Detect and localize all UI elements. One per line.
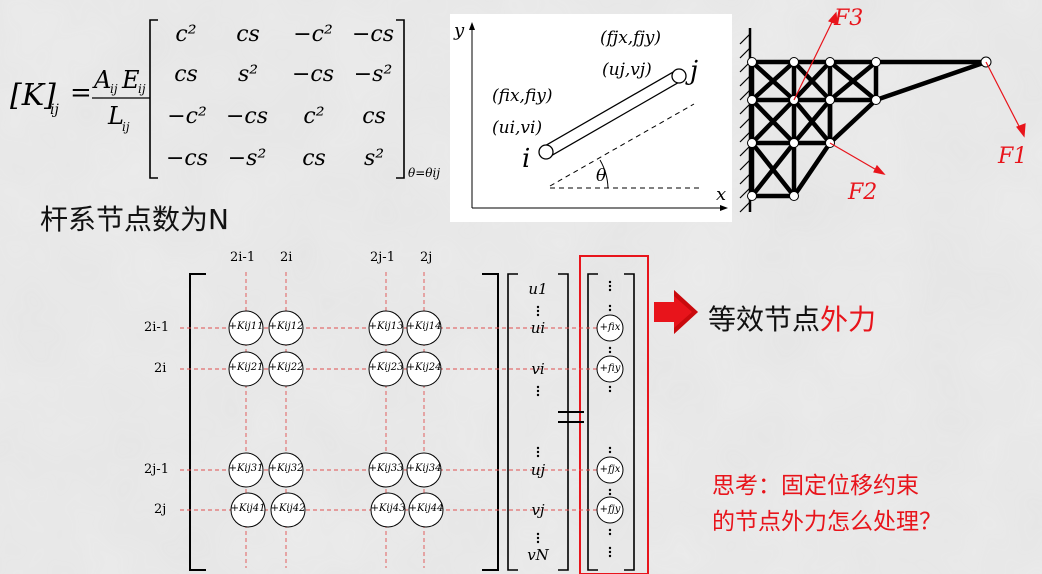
stiffness-term: +Kij13: [368, 321, 404, 332]
matrix-cell: cs: [236, 22, 260, 47]
displacement-entry: u1: [528, 280, 548, 298]
numerator-A: A: [94, 66, 112, 94]
node-j-label: j: [690, 56, 699, 86]
matrix-cell: −cs: [291, 62, 335, 87]
force-F2-label: F2: [848, 180, 878, 205]
matrix-cell: c²: [303, 104, 325, 129]
theta-label: θ: [596, 166, 607, 186]
force-F3-label: F3: [834, 6, 864, 31]
theta-condition: θ=θij: [408, 166, 441, 180]
matrix-cell: cs: [302, 146, 326, 171]
force-entry: +fjy: [599, 504, 621, 515]
node-j-force: (fjx,fjy): [600, 28, 661, 48]
displacement-entry: vN: [527, 546, 549, 564]
stiffness-term: +Kij32: [268, 463, 304, 474]
node-i-label: i: [522, 144, 531, 174]
force-F1-label: F1: [998, 144, 1028, 169]
y-axis-label: y: [454, 20, 465, 41]
stiffness-term: +Kij22: [268, 362, 304, 373]
bar-element-figure: y x j i θ (fjx,fjy) (uj,vj) (fix,fiy) (u…: [450, 14, 732, 222]
stiffness-term: +Kij41: [230, 503, 266, 514]
col-label: 2j-1: [370, 250, 395, 265]
stiffness-term: +Kij14: [406, 321, 442, 332]
stiffness-term: +Kij43: [370, 503, 406, 514]
matrix-cell: s²: [363, 146, 385, 171]
formula-equals: =: [70, 78, 92, 108]
matrix-cell: cs: [174, 62, 198, 87]
stiffness-term: +Kij24: [406, 362, 442, 373]
bar-element-drawing: [469, 22, 728, 211]
truss-drawing: [739, 11, 1026, 213]
callout-black-text: 等效节点: [708, 303, 821, 336]
stiffness-term: +Kij33: [368, 463, 404, 474]
stiffness-term: +Kij44: [408, 503, 444, 514]
lhs-subscript: ij: [50, 102, 59, 118]
displacement-entry: ui: [530, 319, 546, 337]
stiffness-term: +Kij31: [228, 463, 264, 474]
stiffness-term: +Kij21: [228, 362, 264, 373]
node-j-displacement: (uj,vj): [602, 60, 652, 80]
matrix-cell: −c²: [167, 104, 207, 129]
stiffness-term: +Kij34: [406, 463, 442, 474]
matrix-cell: −s²: [353, 62, 393, 87]
truss-figure: F3 F1 F2: [736, 0, 1042, 224]
stiffness-term: +Kij42: [270, 503, 306, 514]
numerator-E: E: [122, 66, 140, 94]
global-stiffness-equation: 2i-1 2i 2j-1 2j 2i-1 2i 2j-1 2j +Kij11 +…: [130, 244, 670, 574]
node-i-force: (fix,fiy): [492, 86, 553, 106]
row-label: 2i: [154, 361, 167, 376]
x-axis-label: x: [716, 184, 727, 205]
displacement-entry: uj: [530, 461, 546, 479]
callout-red-text: 外力: [820, 303, 877, 336]
numerator-E-sub: ij: [138, 82, 146, 96]
matrix-cell: c²: [175, 22, 197, 47]
displacement-entry: vj: [531, 501, 545, 519]
matrix-cell: −s²: [227, 146, 267, 171]
matrix-cell: cs: [362, 104, 386, 129]
node-count-heading: 杆系节点数为N: [40, 203, 229, 236]
numerator-A-sub: ij: [110, 82, 118, 96]
col-label: 2i: [280, 250, 293, 265]
col-label: 2j: [420, 250, 433, 265]
displacement-entry: vi: [531, 360, 545, 378]
matrix-cell: −cs: [165, 146, 209, 171]
equivalent-nodal-force-label: 等效节点外力: [708, 298, 876, 338]
matrix-cell: −cs: [351, 22, 395, 47]
denominator-L-sub: ij: [122, 120, 130, 134]
lhs-K: [K]: [10, 78, 56, 113]
global-matrix-frame: [180, 255, 649, 574]
question-line-2: 的节点外力怎么处理？: [712, 509, 942, 535]
stiffness-term: +Kij12: [268, 321, 304, 332]
col-label: 2i-1: [230, 250, 256, 265]
element-stiffness-formula: [K] ij = A ij E ij L ij c² cs −c² −cs cs…: [0, 0, 450, 200]
row-label: 2j-1: [144, 462, 169, 477]
force-entry: +fjx: [599, 464, 621, 475]
question-line-1: 思考：固定位移约束: [712, 473, 919, 499]
stiffness-term: +Kij11: [228, 321, 264, 332]
question-text: 思考：固定位移约束 的节点外力怎么处理？: [712, 468, 942, 540]
matrix-cell: s²: [237, 62, 259, 87]
force-entry: +fiy: [599, 363, 621, 374]
red-arrow-icon: [654, 290, 698, 334]
matrix-brackets: [92, 19, 405, 179]
node-i-displacement: (ui,vi): [492, 118, 543, 138]
stiffness-term: +Kij23: [368, 362, 404, 373]
matrix-cell: −cs: [225, 104, 269, 129]
matrix-cell: −c²: [293, 22, 333, 47]
denominator-L: L: [108, 102, 124, 130]
force-entry: +fix: [599, 322, 621, 333]
row-label: 2i-1: [144, 320, 170, 335]
row-label: 2j: [154, 502, 167, 517]
